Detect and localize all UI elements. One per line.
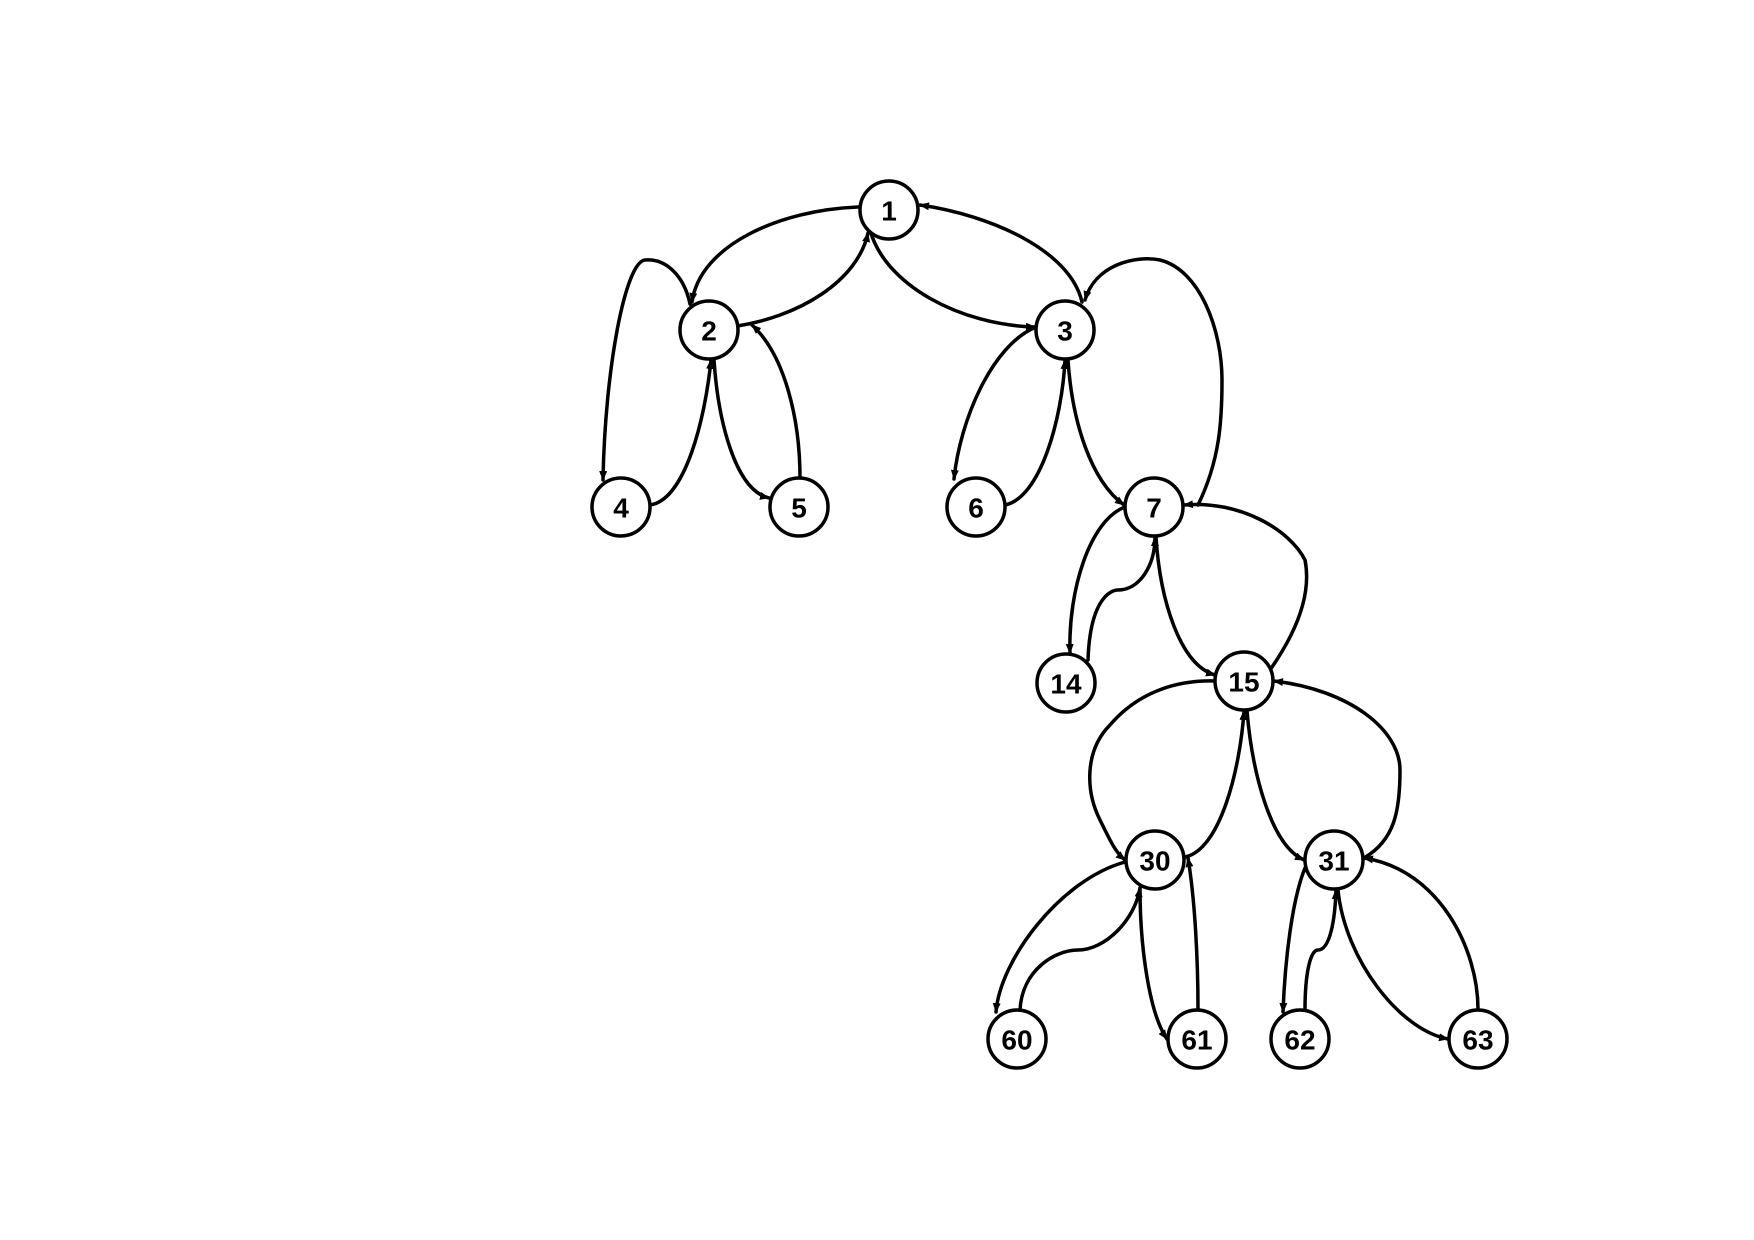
- edge-1-to-3: [868, 228, 1037, 331]
- node-label: 2: [701, 316, 717, 347]
- node-circle: [945, 476, 1007, 538]
- edge-62-to-31: [1303, 888, 1340, 1012]
- node-label: 63: [1462, 1025, 1493, 1056]
- node-label: 3: [1057, 316, 1073, 347]
- node-label: 62: [1284, 1025, 1315, 1056]
- node-circle: [1035, 652, 1097, 714]
- edge-31-to-62: [1279, 866, 1307, 1014]
- node-3: 3: [1034, 299, 1096, 361]
- node-label: 6: [968, 493, 984, 524]
- node-60: 60: [986, 1008, 1048, 1070]
- node-4: 4: [590, 476, 652, 538]
- node-circle: [1123, 476, 1185, 538]
- node-circle: [590, 476, 652, 538]
- node-circle: [1034, 299, 1096, 361]
- edge-2-to-5: [712, 358, 771, 500]
- node-circle: [1447, 1008, 1509, 1070]
- node-label: 60: [1001, 1025, 1032, 1056]
- edge-2-to-4: [599, 258, 692, 482]
- edge-7-to-3: [1083, 257, 1224, 507]
- edge-14-to-7: [1086, 535, 1159, 662]
- node-label: 30: [1139, 846, 1170, 877]
- node-31: 31: [1303, 829, 1365, 891]
- edge-2-to-1: [728, 231, 871, 329]
- edge-30-to-61: [1138, 886, 1169, 1041]
- node-62: 62: [1269, 1008, 1331, 1070]
- node-circle: [1213, 650, 1275, 712]
- node-14: 14: [1035, 652, 1097, 714]
- edge-30-to-60: [992, 860, 1127, 1014]
- node-label: 31: [1318, 846, 1349, 877]
- edge-7-to-14: [1065, 505, 1127, 655]
- node-30: 30: [1124, 829, 1186, 891]
- node-circle: [986, 1008, 1048, 1070]
- node-label: 5: [791, 493, 807, 524]
- node-5: 5: [768, 476, 830, 538]
- node-2: 2: [678, 299, 740, 361]
- edge-15-to-7: [1182, 500, 1309, 672]
- edge-30-to-15: [1183, 709, 1248, 859]
- node-label: 1: [881, 196, 897, 227]
- edge-1-to-2: [689, 205, 860, 304]
- edge-31-to-15: [1272, 678, 1402, 860]
- node-63: 63: [1447, 1008, 1509, 1070]
- edge-31-to-63: [1336, 888, 1450, 1042]
- node-layer: 1 2 3 4 5 6 7 14 15 30 31 60 61 62 63: [590, 179, 1509, 1070]
- edge-63-to-31: [1362, 855, 1480, 1011]
- edge-61-to-30: [1185, 856, 1200, 1012]
- node-circle: [678, 299, 740, 361]
- edge-15-to-31: [1245, 709, 1306, 862]
- node-7: 7: [1123, 476, 1185, 538]
- node-circle: [1303, 829, 1365, 891]
- edge-15-to-30: [1088, 679, 1217, 862]
- edge-4-to-2: [648, 358, 715, 507]
- node-circle: [1166, 1008, 1228, 1070]
- node-circle: [858, 179, 920, 241]
- node-circle: [768, 476, 830, 538]
- edge-layer: [599, 202, 1480, 1042]
- node-label: 7: [1146, 493, 1162, 524]
- node-label: 4: [613, 493, 629, 524]
- edge-3-to-1: [918, 202, 1084, 304]
- node-1: 1: [858, 179, 920, 241]
- node-circle: [1269, 1008, 1331, 1070]
- edge-60-to-30: [1018, 886, 1143, 1012]
- node-61: 61: [1166, 1008, 1228, 1070]
- edge-3-to-6: [950, 325, 1038, 481]
- edge-7-to-15: [1154, 535, 1217, 677]
- node-label: 14: [1050, 669, 1082, 700]
- edge-5-to-2: [750, 323, 802, 480]
- node-label: 61: [1181, 1025, 1212, 1056]
- node-circle: [1124, 829, 1186, 891]
- node-15: 15: [1213, 650, 1275, 712]
- node-label: 15: [1228, 667, 1259, 698]
- node-6: 6: [945, 476, 1007, 538]
- edge-6-to-3: [1003, 358, 1069, 507]
- edge-3-to-7: [1066, 358, 1126, 507]
